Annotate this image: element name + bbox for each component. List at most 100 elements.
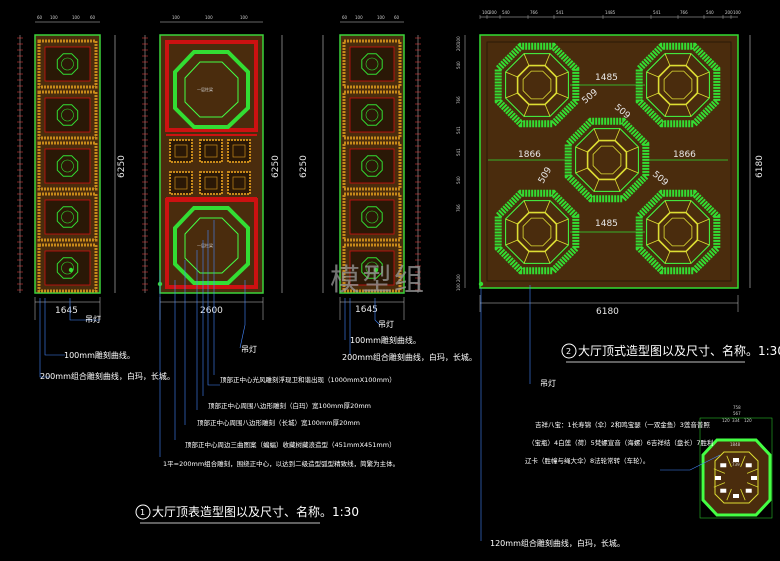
plan-octagons — [478, 42, 721, 287]
lamp-label-center: 吊灯 — [241, 344, 257, 354]
plan-octagon-outer — [494, 189, 580, 275]
inner-panel — [44, 97, 91, 133]
mini-dim-top-2: 567 — [733, 411, 741, 416]
mini-treasure-symbol — [745, 463, 752, 468]
plan-spoke — [544, 53, 551, 66]
plan-octagon-outer — [494, 42, 580, 128]
plan-spoke — [544, 104, 551, 117]
plan-octagon-outer — [564, 117, 650, 203]
plan-spoke — [544, 251, 551, 264]
watermark: 模型组 — [330, 263, 426, 298]
plan-spoke — [626, 167, 639, 174]
medallion-ring — [365, 261, 379, 275]
note-center-5: 1平=200mm组合雕刻，围绕正中心，以达到二级造型弧型精致线，简繁为主体。 — [163, 459, 399, 468]
plan-left-dim: 200 — [456, 274, 461, 282]
carved-frame — [37, 141, 98, 191]
plan-spoke — [523, 104, 530, 117]
leader-lines — [39, 220, 721, 541]
mini-segments — [713, 455, 759, 501]
plan-span-left: 1866 — [518, 150, 541, 160]
plan-spoke — [544, 200, 551, 213]
carved-frame — [37, 192, 98, 242]
plan-spoke — [556, 71, 569, 78]
plan-left-dim: 541 — [456, 148, 461, 156]
mini-spoke — [746, 468, 759, 474]
plan-spoke — [593, 128, 600, 141]
inner-panel — [44, 199, 91, 235]
octagon-medallion — [56, 155, 79, 177]
plan-octagon-inner — [516, 64, 558, 106]
plan-spoke — [523, 200, 530, 213]
note-200mm-right: 200mm组合雕刻曲线，白玛，长城。 — [342, 352, 477, 362]
plan-octagon-outer — [635, 189, 721, 275]
inner-panel — [349, 199, 395, 235]
plan-octagon-inner — [657, 64, 699, 106]
plan-left-dim: 100 — [456, 36, 461, 44]
lamp-marker — [478, 281, 484, 287]
plan-spoke — [646, 71, 659, 78]
plan-octagon-core — [522, 70, 552, 100]
plan-spoke — [505, 239, 518, 246]
small-coffer-inner — [174, 144, 188, 158]
mini-spoke — [726, 455, 732, 468]
right-ceiling-panel: 60 100 100 60 6250 1645 — [299, 15, 421, 320]
note-200mm-left: 200mm组合雕刻曲线，白玛，长城。 — [40, 371, 175, 381]
top-octagon — [173, 50, 250, 129]
plan-spoke — [575, 167, 588, 174]
plan-spoke — [646, 218, 659, 225]
right-top-dim-4: 60 — [394, 15, 400, 20]
mini-dim-inner: 739 — [732, 462, 740, 467]
title-right-group: 2 大厅顶式造型图以及尺寸、名称。1:30 — [561, 343, 780, 363]
plan-spoke — [614, 179, 621, 192]
note-center-1: 顶部正中心光风雕刻浮现卫和谐出现（1000mmX100mm） — [220, 375, 396, 384]
plan-spoke — [614, 128, 621, 141]
medallion-ring — [61, 159, 74, 173]
left-width-dim: 1645 — [55, 306, 78, 316]
small-coffer — [199, 171, 223, 195]
inner-panel — [349, 148, 395, 184]
lamp-marker — [68, 267, 74, 273]
mini-treasure-symbol — [745, 488, 752, 493]
plan-spoke — [664, 200, 671, 213]
plan-span-right: 1866 — [673, 150, 696, 160]
lamp-label-left: 吊灯 — [85, 314, 101, 324]
carved-frame — [37, 243, 98, 293]
small-coffer-inner — [232, 176, 246, 190]
legend-line-1: 吉祥八宝：1长寿锦（伞）2和鸣宝瑟（一双金鱼）3莲音普照 — [535, 420, 710, 429]
left-height-dim: 6250 — [117, 155, 127, 178]
left-side-ticks — [17, 37, 23, 291]
mini-treasure-symbol — [733, 494, 739, 498]
plan-spoke — [593, 179, 600, 192]
plan-spoke — [664, 104, 671, 117]
center-top-dim-1: 100 — [172, 15, 180, 20]
left-top-dim-2: 100 — [50, 15, 58, 20]
carved-frame — [342, 192, 402, 242]
plan-spoke — [685, 53, 692, 66]
lamp-label-plan: 吊灯 — [540, 378, 556, 388]
plan-spoke — [685, 104, 692, 117]
left-top-dim-3: 100 — [72, 15, 80, 20]
small-coffer — [169, 171, 193, 195]
mini-spoke — [746, 482, 759, 488]
plan-octagon-core — [663, 70, 693, 100]
plan-left-dim: 766 — [456, 96, 461, 104]
small-coffer-inner — [232, 144, 246, 158]
bottom-center-mark: 一层柱梁 — [197, 242, 213, 248]
octagon-medallion — [361, 155, 383, 177]
center-height-dim: 6250 — [271, 155, 281, 178]
plan-left-dim: 540 — [456, 61, 461, 69]
mini-treasure-symbol — [720, 463, 727, 468]
plan-top-dim: 766 — [680, 10, 688, 15]
legend-line-2: （宝瓶）4白莲（荷）5梵螺宣音（海螺）6吉祥结（盘长）7胜利 — [528, 438, 714, 447]
octagon-medallion — [361, 206, 383, 228]
small-coffer-inner — [204, 144, 218, 158]
plan-octagon-core — [592, 145, 622, 175]
right-top-dim-1: 60 — [342, 15, 348, 20]
medallion-ring — [365, 57, 379, 71]
lamp-label-right: 吊灯 — [378, 319, 394, 329]
center-top-dim-3: 100 — [240, 15, 248, 20]
legend-line-3: 辽卡（胜幢与绳大伞）8法轮常转（车轮）。 — [525, 456, 649, 465]
plan-top-dim: 200 — [489, 10, 497, 15]
left-top-dim-4: 60 — [90, 15, 96, 20]
